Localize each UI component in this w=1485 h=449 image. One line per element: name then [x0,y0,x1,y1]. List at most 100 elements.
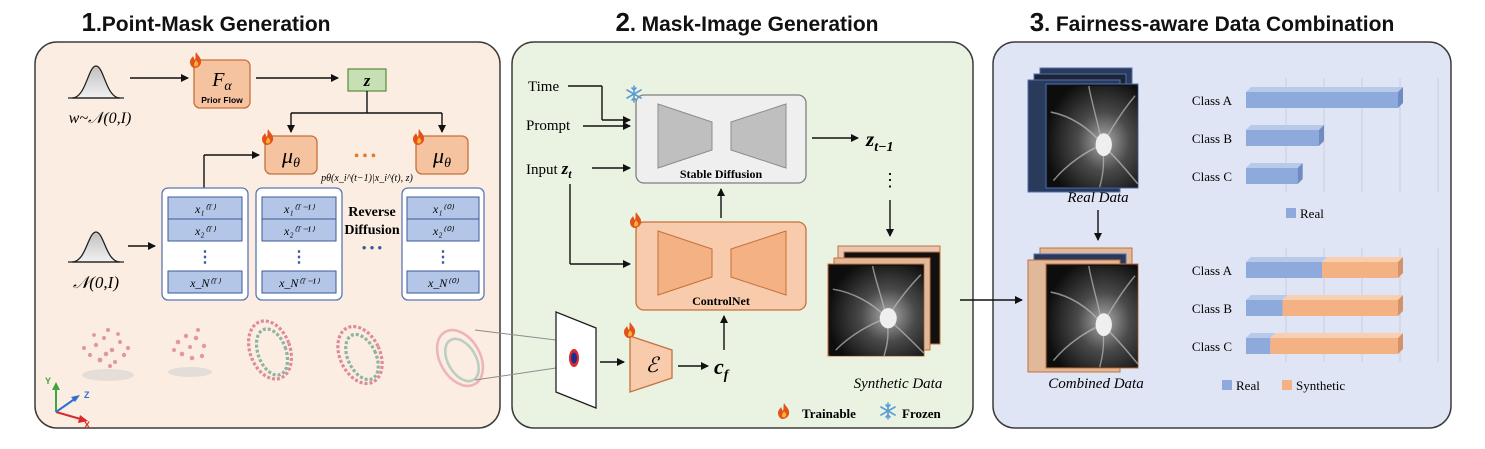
controlnet-decoder-shape [730,230,787,296]
input-time-label: Time [528,79,559,95]
noise-distribution-label: 𝒩(0,I) [73,273,119,292]
point-cell: x₂⁽ᵀ⁻¹⁾ [283,224,315,238]
gaussian-icon [71,65,121,99]
legend-trainable: Trainable [802,406,856,421]
svg-text:3. Fairness-aware Data Combina: 3. Fairness-aware Data Combination [1030,7,1395,37]
w-distribution-label: w~𝒩(0,I) [69,110,132,127]
section-number: 1 [81,7,95,37]
axis-label-z: Z [84,390,90,400]
sd-decoder-shape [730,103,787,169]
ellipsis-dots: • • • [362,240,383,255]
chart-bar-real [1246,262,1322,278]
prior-flow-block [193,59,251,109]
point-cell: x₁⁽ᵀ⁾ [194,202,216,216]
chart-category-label: Class B [1192,301,1232,316]
reverse-diffusion-label: Reverse [348,205,395,220]
chart-bar-real [1246,130,1319,146]
axes-icon: Y Z X [45,376,90,430]
chart-bar-top [1246,163,1303,168]
encoder-symbol: ℰ [646,353,661,377]
combined-image-stack [1027,247,1139,373]
section-number: 3 [1030,7,1044,37]
chart-bar-top [1246,87,1403,92]
chart-bar-top [1246,333,1276,338]
denoiser-symbol: μθ [432,143,451,171]
svg-text:2. Mask-Image Generation: 2. Mask-Image Generation [615,7,878,37]
legend-frozen: Frozen [902,406,942,421]
latent-z-label: z [363,71,371,90]
point-column-T: x₁⁽ᵀ⁾ x₂⁽ᵀ⁾ ⋮ x_N⁽ᵀ⁾ [161,187,249,301]
encoder-block [629,335,673,393]
section-number: 2 [615,7,629,37]
chart-bar-side [1398,333,1403,354]
real-image-stack [1027,67,1139,193]
chart-category-label: Class B [1192,131,1232,146]
chart-category-label: Class A [1192,93,1233,108]
chart-category-label: Class A [1192,263,1233,278]
real-data-label: Real Data [1066,190,1128,206]
denoiser-block-right [415,135,469,175]
vertical-dots: ⋮ [197,249,213,266]
chart-bar-real [1246,300,1283,316]
controlnet-label: ControlNet [692,294,750,308]
svg-text:1.Point-Mask Generation: 1.Point-Mask Generation [81,7,330,37]
legend-real-label: Real [1300,206,1324,221]
chart-bar-top [1246,125,1324,130]
chart-bar-synthetic [1282,300,1398,316]
gaussian-icon [71,231,121,263]
point-cell: x₁⁽ᵀ⁻¹⁾ [283,202,315,216]
sd-encoder-shape [657,103,713,169]
chart-bar-real [1246,338,1271,354]
chart-bar-top [1282,295,1403,300]
point-cloud-partial [168,328,212,377]
section-title: . Mask-Image Generation [630,13,879,36]
section-title: . Fairness-aware Data Combination [1044,13,1394,36]
combined-data-label: Combined Data [1048,376,1143,392]
legend-swatch-synthetic [1282,380,1292,390]
input-prompt-label: Prompt [526,118,571,134]
point-cloud-sequence [82,319,485,388]
chart-bar-top [1270,333,1403,338]
panel1-content: w~𝒩(0,I) Fα Prior Flow z μθ μθ • • • pθ(… [45,52,485,430]
denoiser-block-left [264,135,318,175]
chart-bar-real [1246,92,1398,108]
chart-bar-side [1398,87,1403,108]
legend-real-label: Real [1236,378,1260,393]
point-cell: x₁⁽⁰⁾ [432,202,454,216]
chart-category-label: Class C [1192,339,1232,354]
stable-diffusion-label: Stable Diffusion [680,167,763,181]
chart-bar-side [1318,125,1324,146]
chart-bar-side [1398,295,1403,316]
point-cell: x₂⁽ᵀ⁾ [194,224,216,238]
vertical-dots: ⋮ [435,249,451,266]
point-cloud-rings-1 [246,319,294,381]
axis-label-y: Y [45,376,51,386]
chart-bar-side [1297,163,1303,184]
condition-feature-label: cf [714,354,730,383]
section-header-1: 1.Point-Mask Generation [81,7,330,37]
point-cell: x_N⁽ᵀ⁾ [189,276,221,290]
point-cell: x₂⁽⁰⁾ [432,224,454,238]
chart-bar-real [1246,168,1298,184]
prior-flow-symbol: Fα [211,69,232,94]
point-cell: x_N⁽⁰⁾ [427,276,459,290]
section-header-2: 2. Mask-Image Generation [615,7,878,37]
chart-category-label: Class C [1192,169,1232,184]
output-latent-label: zt−1 [865,127,894,155]
real-class-chart: Class A Class B Class C [1192,78,1439,192]
chart-bar-synthetic [1270,338,1398,354]
chart-bar-top [1322,257,1403,262]
combined-class-chart: Class A Class B Class C [1192,248,1439,362]
chart2-legend: Real Synthetic [1222,378,1345,393]
point-cloud-rings-2 [336,324,384,386]
legend-synthetic-label: Synthetic [1296,378,1345,393]
axis-label-x: X [84,420,90,430]
section-title: .Point-Mask Generation [96,13,331,36]
mask-image [555,311,597,409]
chart-bar-synthetic [1322,262,1398,278]
ellipsis-dots: • • • [354,149,376,164]
legend-swatch-real [1286,208,1296,218]
